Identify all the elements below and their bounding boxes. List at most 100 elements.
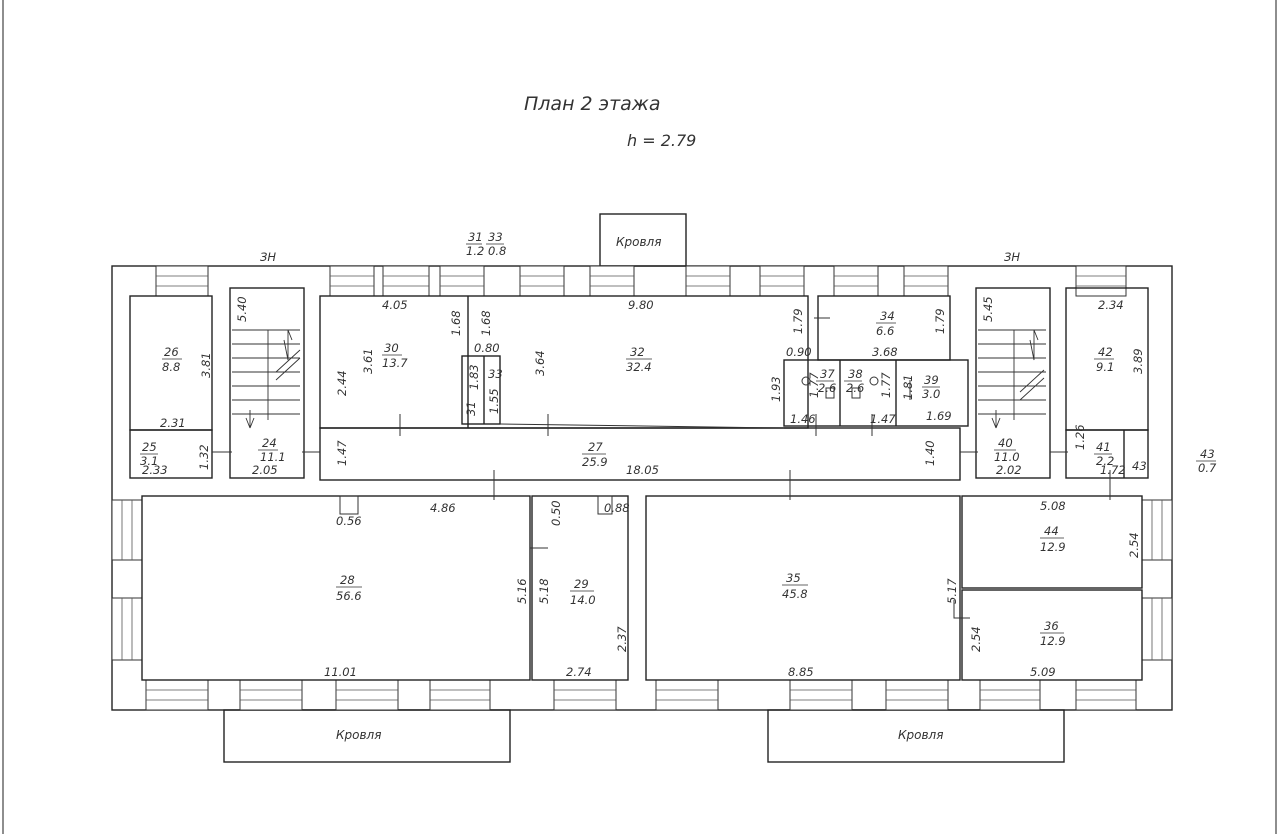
stair-label-right: ЗН	[1004, 250, 1020, 264]
svg-text:32.4: 32.4	[626, 360, 652, 374]
top-windows	[155, 265, 1127, 297]
svg-text:11.01: 11.01	[324, 665, 357, 679]
room-33-niche-label: 33	[488, 367, 503, 381]
room-33-top: 33 0.8	[486, 230, 506, 258]
svg-text:14.0: 14.0	[570, 593, 596, 607]
svg-text:18.05: 18.05	[626, 463, 659, 477]
svg-text:32: 32	[630, 345, 645, 359]
svg-text:2.54: 2.54	[969, 626, 983, 652]
roof-bottom-left-label: Кровля	[336, 728, 381, 742]
room-25: 25 3.1	[140, 440, 158, 468]
svg-text:5.45: 5.45	[981, 296, 995, 322]
svg-text:0.80: 0.80	[474, 341, 500, 355]
room-38: 38 2.6	[844, 367, 864, 395]
room-40: 40 11.0	[994, 436, 1020, 464]
roof-bottom-left: Кровля	[223, 709, 511, 763]
room-29: 29 14.0	[570, 577, 596, 607]
room-32: 32 32.4	[626, 345, 652, 374]
svg-text:3.89: 3.89	[1131, 348, 1145, 374]
svg-text:2.02: 2.02	[996, 463, 1022, 477]
svg-text:3.61: 3.61	[361, 348, 375, 374]
svg-text:2.37: 2.37	[615, 626, 629, 652]
svg-text:5.40: 5.40	[235, 296, 249, 322]
svg-text:2.44: 2.44	[335, 370, 349, 396]
svg-text:2.2: 2.2	[1096, 454, 1114, 468]
svg-text:38: 38	[848, 367, 863, 381]
room-44: 44 12.9	[1040, 524, 1066, 554]
svg-text:1.69: 1.69	[926, 409, 952, 423]
svg-text:39: 39	[924, 373, 939, 387]
svg-text:1.47: 1.47	[335, 440, 349, 466]
svg-text:29: 29	[574, 577, 589, 591]
toilet-fixtures	[801, 376, 879, 399]
svg-text:0.8: 0.8	[488, 244, 506, 258]
room-30: 30 13.7	[382, 341, 408, 370]
svg-text:2.6: 2.6	[846, 381, 864, 395]
svg-text:4.86: 4.86	[430, 501, 456, 515]
svg-text:9.80: 9.80	[628, 298, 654, 312]
room-41: 41 2.2	[1094, 440, 1114, 468]
roof-bottom-right: Кровля	[767, 709, 1065, 763]
svg-text:8.85: 8.85	[788, 665, 814, 679]
svg-text:9.1: 9.1	[1096, 360, 1114, 374]
room-26: 26 8.8	[162, 345, 182, 374]
svg-text:24: 24	[262, 436, 277, 450]
room-42: 42 9.1	[1094, 345, 1114, 374]
svg-text:56.6: 56.6	[336, 589, 362, 603]
room-27: 27 25.9	[582, 440, 608, 469]
svg-text:0.90: 0.90	[786, 345, 812, 359]
svg-text:28: 28	[340, 573, 355, 587]
svg-text:1.40: 1.40	[923, 440, 937, 466]
svg-text:3.64: 3.64	[533, 350, 547, 376]
svg-text:11.0: 11.0	[994, 450, 1020, 464]
svg-text:1.32: 1.32	[197, 444, 211, 470]
svg-text:42: 42	[1098, 345, 1113, 359]
roof-top-label: Кровля	[616, 235, 661, 249]
svg-text:1.2: 1.2	[466, 244, 484, 258]
svg-text:11.1: 11.1	[260, 450, 286, 464]
side-windows	[111, 499, 1173, 661]
room-39: 39 3.0	[922, 373, 940, 401]
room-24: 24 11.1	[258, 436, 286, 464]
svg-text:3.1: 3.1	[140, 454, 158, 468]
svg-text:3.0: 3.0	[922, 387, 940, 401]
svg-text:36: 36	[1044, 619, 1059, 633]
svg-text:4.05: 4.05	[382, 298, 408, 312]
svg-text:2.33: 2.33	[142, 463, 168, 477]
plan-title: План 2 этажа	[524, 93, 661, 115]
svg-text:2.31: 2.31	[160, 416, 186, 430]
svg-text:33: 33	[488, 230, 503, 244]
svg-text:30: 30	[384, 341, 399, 355]
svg-text:34: 34	[880, 309, 895, 323]
svg-text:1.83: 1.83	[467, 364, 481, 390]
room-37: 37 2.6	[816, 367, 836, 395]
svg-text:5.17: 5.17	[945, 578, 959, 604]
svg-text:1.93: 1.93	[769, 376, 783, 402]
svg-text:1.79: 1.79	[933, 308, 947, 334]
roof-bottom-right-label: Кровля	[898, 728, 943, 742]
svg-text:1.47: 1.47	[870, 412, 896, 426]
svg-text:2.54: 2.54	[1127, 532, 1141, 558]
svg-text:5.16: 5.16	[515, 578, 529, 604]
svg-text:2.05: 2.05	[252, 463, 278, 477]
svg-text:1.68: 1.68	[449, 310, 463, 336]
svg-text:0.56: 0.56	[336, 514, 362, 528]
svg-text:27: 27	[588, 440, 603, 454]
room-34: 34 6.6	[876, 309, 896, 338]
stairs-left	[232, 329, 301, 429]
svg-text:43: 43	[1132, 459, 1147, 473]
svg-text:1.72: 1.72	[1100, 463, 1126, 477]
room-36: 36 12.9	[1040, 619, 1066, 648]
height-note: h = 2.79	[627, 131, 696, 150]
svg-text:12.9: 12.9	[1040, 540, 1066, 554]
svg-text:1.26: 1.26	[1073, 424, 1087, 450]
building-outline	[111, 265, 1173, 711]
svg-text:5.08: 5.08	[1040, 499, 1066, 513]
room-43: 43 0.7	[1196, 447, 1217, 475]
svg-text:37: 37	[820, 367, 835, 381]
svg-text:1.79: 1.79	[791, 308, 805, 334]
svg-text:2.6: 2.6	[818, 381, 836, 395]
svg-text:5.18: 5.18	[537, 578, 551, 604]
stairs-right	[978, 329, 1046, 429]
svg-text:44: 44	[1044, 524, 1059, 538]
